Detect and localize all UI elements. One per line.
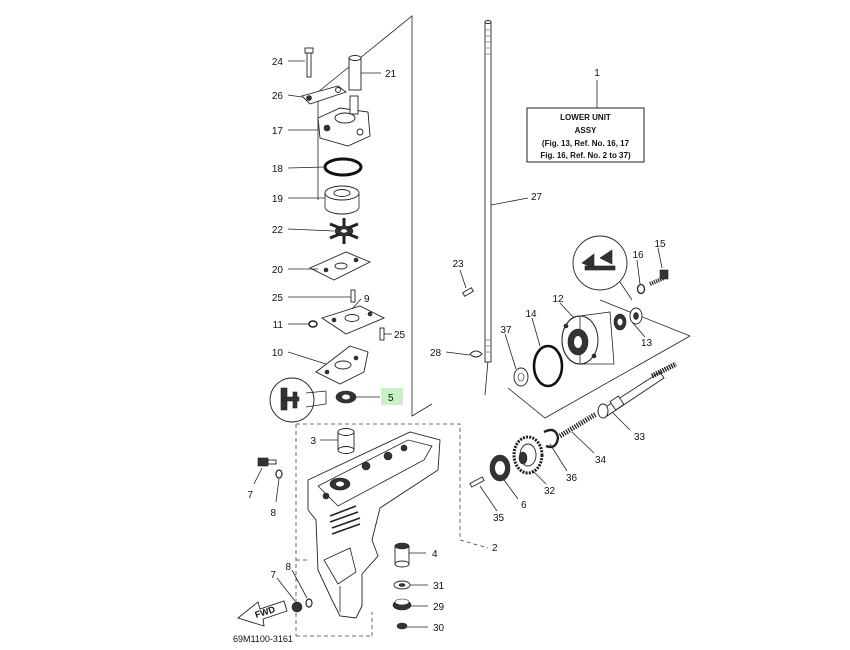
part-16-washer <box>636 283 646 295</box>
callout-33: 33 <box>634 432 646 443</box>
part-17-pump-housing <box>317 95 371 147</box>
seal-detail-bubble <box>269 377 327 423</box>
part-32-gear <box>512 435 544 475</box>
leader-lines <box>253 60 663 628</box>
part-2-lower-casing <box>307 431 441 619</box>
title-line-1: LOWER UNIT <box>560 113 611 122</box>
callout-31: 31 <box>433 581 445 592</box>
callout-26: 26 <box>272 91 284 102</box>
part-18-o-ring <box>323 157 363 177</box>
part-9-gasket <box>320 305 386 335</box>
part-35-pin <box>469 476 485 488</box>
callout-5-highlight <box>381 388 403 405</box>
callout-10: 10 <box>272 348 284 359</box>
callout-36: 36 <box>566 473 578 484</box>
callout-37: 37 <box>500 325 512 336</box>
part-20-outer-plate <box>308 251 372 281</box>
callout-20: 20 <box>272 265 284 276</box>
callout-35: 35 <box>493 513 505 524</box>
seal-detail-bubble-right <box>572 235 633 301</box>
assembly-outline <box>317 15 691 419</box>
callout-5: 5 <box>388 393 394 404</box>
part-7-screw-upper <box>257 457 277 467</box>
part-5-oil-seal <box>325 390 357 404</box>
callout-11: 11 <box>273 320 284 331</box>
part-10-gasket <box>315 345 369 385</box>
part-26-plate <box>301 85 347 105</box>
part-30-shim <box>396 622 408 630</box>
callout-24: 24 <box>272 57 284 68</box>
part-15-bolt <box>649 269 669 286</box>
callout-28: 28 <box>430 348 442 359</box>
part-8-washer-lower <box>305 598 313 608</box>
callout-4: 4 <box>432 549 438 560</box>
part-25-dowel-a <box>350 289 356 303</box>
part-8-washer-upper <box>275 469 283 479</box>
part-29-gear <box>392 598 412 611</box>
callout-13: 13 <box>641 338 653 349</box>
part-36-clip <box>543 428 560 449</box>
callout-23: 23 <box>452 259 464 270</box>
callout-30: 30 <box>433 623 445 634</box>
callout-15: 15 <box>654 239 666 250</box>
callout-32: 32 <box>544 486 556 497</box>
title-line-3: (Fig. 13, Ref. No. 16, 17 <box>542 139 630 148</box>
part-13-seal-b <box>629 307 643 325</box>
lower-case-dashed-box <box>295 423 489 637</box>
callout-2: 2 <box>492 543 498 554</box>
fwd-arrow: FWD <box>237 600 288 627</box>
callout-25-upper: 25 <box>272 293 284 304</box>
callouts: 24 21 26 17 18 19 22 20 25 9 11 25 10 5 … <box>247 57 666 634</box>
part-33-propeller-shaft <box>597 361 678 419</box>
callout-9: 9 <box>364 294 370 305</box>
part-24-bolt <box>304 47 314 78</box>
callout-19: 19 <box>272 194 284 205</box>
callout-22: 22 <box>272 225 284 236</box>
part-25-dowel-b <box>379 327 385 341</box>
part-3-bushing <box>337 428 355 454</box>
part-23-pin <box>462 287 474 297</box>
part-19-insert <box>324 185 360 215</box>
part-22-impeller <box>329 218 359 244</box>
callout-7-lower: 7 <box>270 570 276 581</box>
callout-3: 3 <box>310 436 316 447</box>
callout-8-lower: 8 <box>285 562 291 573</box>
callout-29: 29 <box>433 602 445 613</box>
callout-21: 21 <box>385 69 397 80</box>
callout-14: 14 <box>525 309 537 320</box>
lower-unit-assy-box: LOWER UNIT ASSY (Fig. 13, Ref. No. 16, 1… <box>526 68 645 163</box>
part-4-sleeve <box>394 542 410 568</box>
callout-12: 12 <box>552 294 564 305</box>
callout-7-upper: 7 <box>247 490 253 501</box>
part-12-housing <box>561 311 615 365</box>
part-11-o-ring <box>308 320 318 328</box>
part-14-o-ring <box>532 344 564 388</box>
callout-17: 17 <box>272 126 284 137</box>
callout-18: 18 <box>272 164 284 175</box>
title-line-4: Fig. 16, Ref. No. 2 to 37) <box>540 151 631 160</box>
callout-6: 6 <box>521 500 527 511</box>
part-13-seal-a <box>613 313 627 331</box>
title-line-2: ASSY <box>575 126 597 135</box>
part-31-washer <box>393 580 411 590</box>
part-21-tube <box>348 55 362 91</box>
drive-shaft <box>484 20 492 363</box>
part-28-clip <box>469 350 483 358</box>
callout-8-upper: 8 <box>270 508 276 519</box>
diagram-code: 69M1100-3161 <box>233 634 293 644</box>
callout-16: 16 <box>632 250 644 261</box>
part-34-spring <box>558 411 598 439</box>
callout-34: 34 <box>595 455 607 466</box>
callout-25-lower: 25 <box>394 330 406 341</box>
callout-27: 27 <box>531 192 543 203</box>
part-7-screw-lower <box>291 601 303 613</box>
part-6-bearing <box>489 454 511 482</box>
callout-1: 1 <box>594 68 600 79</box>
part-37-shim <box>513 367 529 387</box>
